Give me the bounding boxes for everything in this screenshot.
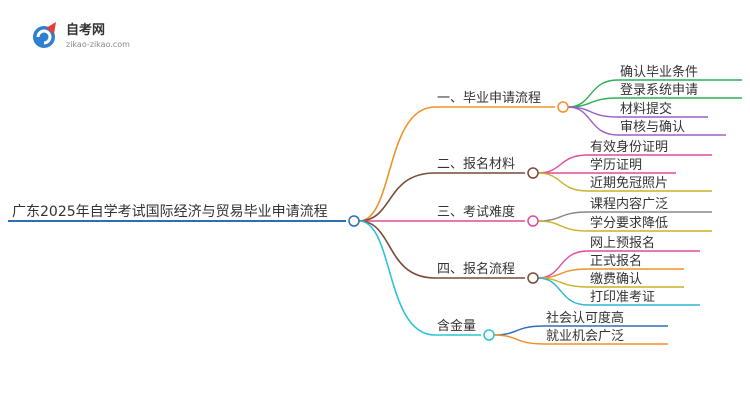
leaf-node-label[interactable]: 有效身份证明 [590, 139, 668, 155]
mindmap-edges [8, 79, 742, 345]
branch-node-label[interactable]: 含金量 [437, 318, 476, 334]
leaf-node-label[interactable]: 近期免冠照片 [590, 176, 668, 191]
leaf-node-label[interactable]: 材料提交 [620, 101, 672, 117]
branch-connector [358, 172, 436, 222]
branch-connector [358, 220, 436, 336]
leaf-node-label[interactable]: 正式报名 [590, 253, 642, 269]
root-node-label[interactable]: 广东2025年自学考试国际经济与贸易毕业申请流程 [12, 204, 328, 220]
branch-node-connector [527, 272, 539, 284]
leaf-node-label[interactable]: 登录系统申请 [620, 83, 698, 98]
branch-node-label[interactable]: 四、报名流程 [437, 261, 515, 277]
branch-node-label[interactable]: 三、考试难度 [437, 204, 515, 220]
leaf-node-label[interactable]: 审核与确认 [620, 120, 685, 135]
logo-title: 自考网 [66, 22, 105, 38]
branch-connector [358, 106, 436, 222]
branch-node-label[interactable]: 一、毕业申请流程 [437, 91, 541, 106]
leaf-node-label[interactable]: 网上预报名 [590, 235, 655, 251]
leaf-node-label[interactable]: 学历证明 [590, 157, 642, 173]
leaf-connector [537, 250, 589, 279]
leaf-connector [567, 106, 619, 136]
logo-url: zikao-zikao.com [66, 40, 130, 49]
leaf-connector [493, 325, 545, 336]
leaf-connector [537, 154, 589, 174]
branch-node-connector [557, 101, 569, 113]
branch-connector [358, 220, 436, 279]
leaf-node-label[interactable]: 课程内容广泛 [590, 196, 668, 212]
leaf-connector [567, 79, 619, 108]
leaf-node-label[interactable]: 就业机会广泛 [546, 329, 624, 344]
leaf-node-label[interactable]: 缴费确认 [590, 272, 642, 287]
leaf-node-label[interactable]: 确认毕业条件 [620, 64, 698, 80]
logo-icon [33, 22, 56, 48]
branch-node-connector [483, 329, 495, 341]
branch-node-connector [527, 167, 539, 179]
leaf-connector [537, 220, 589, 232]
leaf-node-label[interactable]: 学分要求降低 [590, 215, 668, 231]
leaf-connector [537, 277, 589, 306]
leaf-connector [537, 172, 589, 192]
root-node-connector [348, 215, 360, 227]
leaf-node-label[interactable]: 社会认可度高 [546, 310, 624, 326]
branch-node-label[interactable]: 二、报名材料 [437, 156, 515, 172]
leaf-node-label[interactable]: 打印准考证 [590, 290, 655, 305]
leaf-connector [493, 334, 545, 345]
branch-node-connector [527, 215, 539, 227]
mindmap-nodes: 广东2025年自学考试国际经济与贸易毕业申请流程 一、毕业申请流程 确认毕业条件登录… [12, 64, 698, 344]
leaf-connector [537, 211, 589, 222]
site-logo[interactable]: 自考网 zikao-zikao.com [33, 22, 130, 49]
